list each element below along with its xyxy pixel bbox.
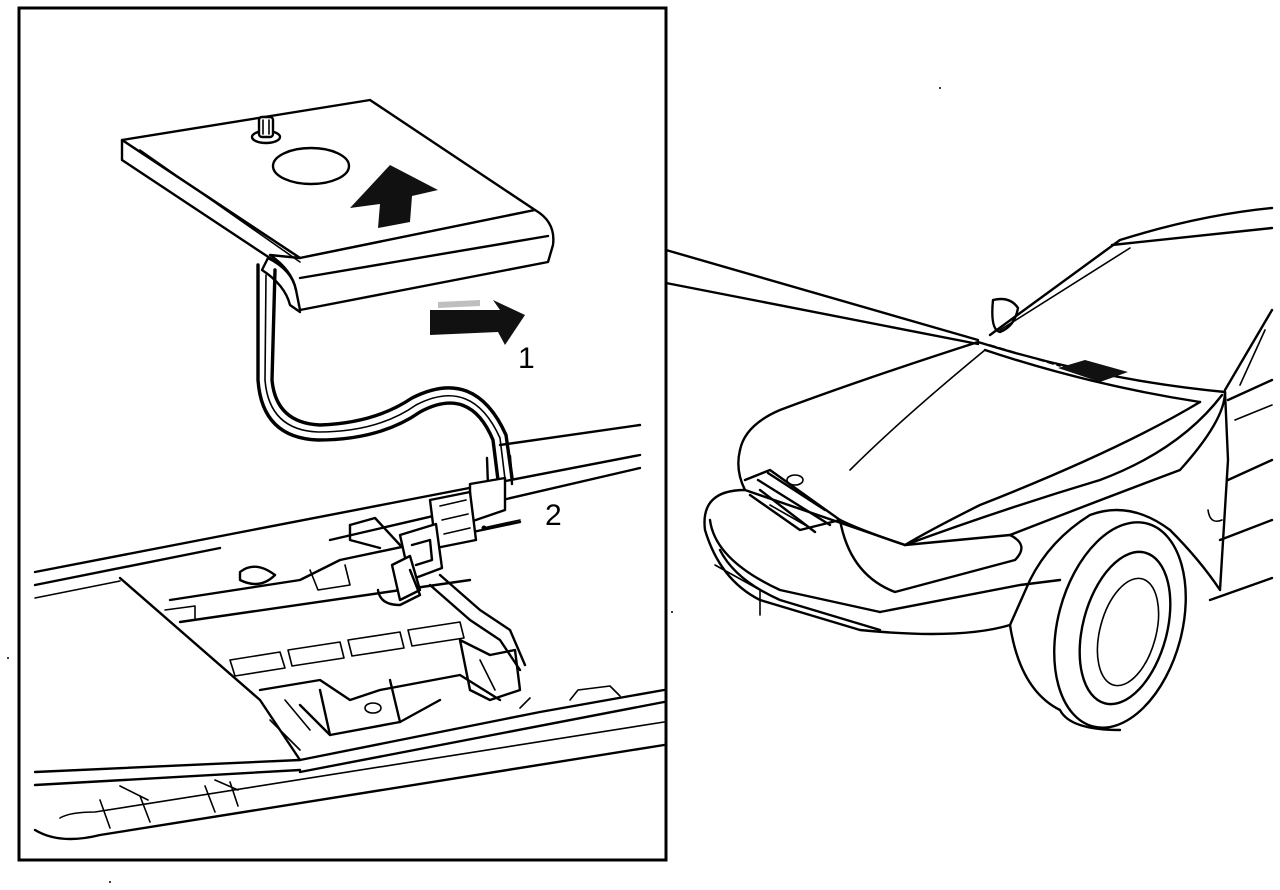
callout-label-2: 2	[545, 499, 562, 532]
zoom-leader-lines	[664, 248, 980, 346]
electrical-connector	[376, 476, 521, 607]
scan-specks	[7, 87, 941, 883]
sensor-cover	[120, 98, 555, 314]
lift-up-arrow	[350, 165, 438, 228]
cover-sensor-window	[271, 146, 351, 186]
detail-inset: 1 2	[17, 6, 668, 862]
mounting-stud	[250, 115, 282, 145]
callout-label-1: 1	[518, 342, 535, 375]
sensor-location-marker	[1058, 360, 1128, 382]
direction-arrow-1	[430, 300, 525, 345]
car-overview	[703, 206, 1274, 732]
